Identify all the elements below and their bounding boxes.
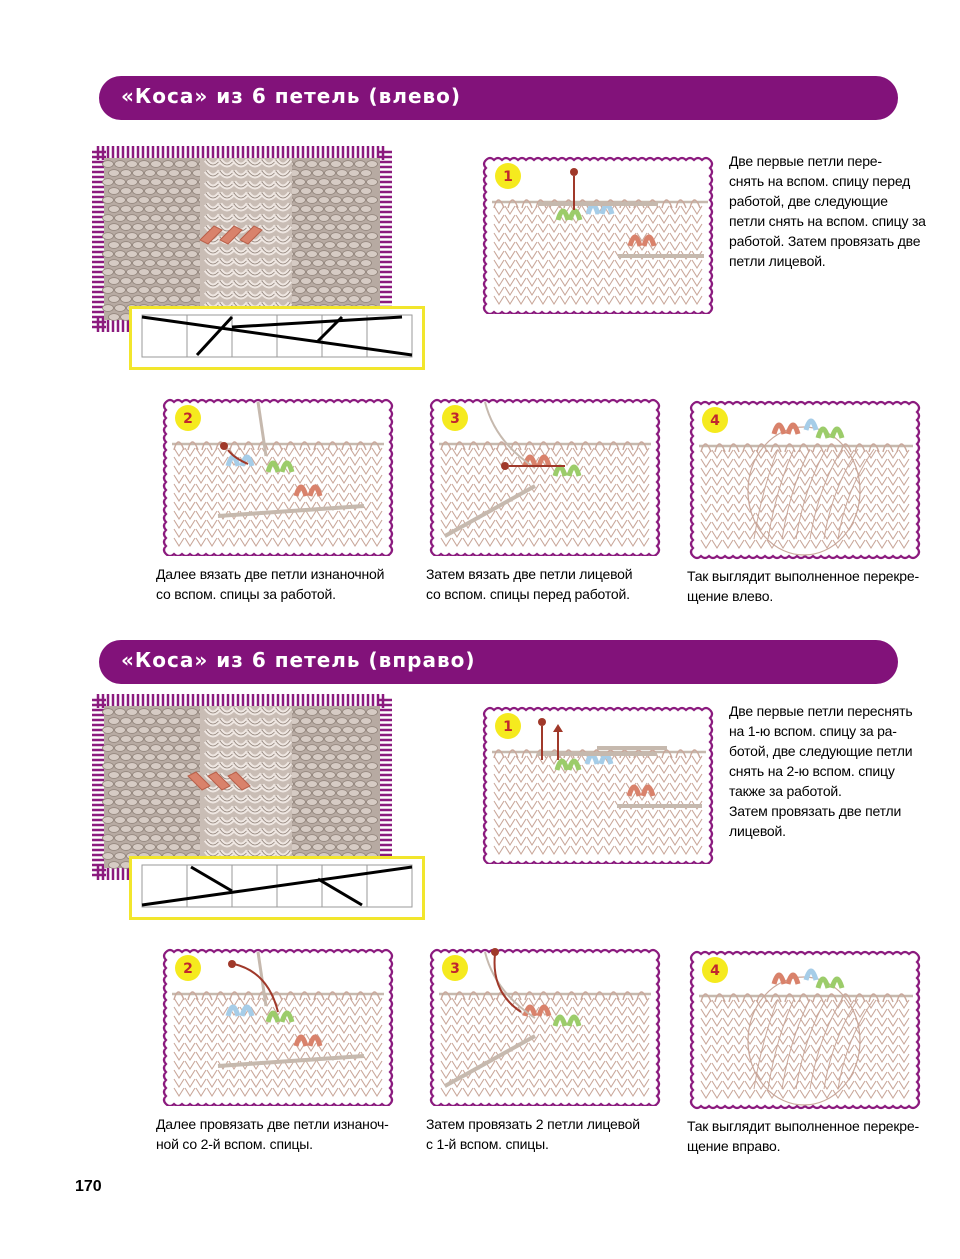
direction-arrow (501, 462, 565, 470)
step-number: 2 (183, 961, 193, 977)
step-illustration-3-left: 3 (425, 396, 661, 556)
direction-arrow (538, 718, 563, 760)
text-line: Далее вязать две петли изнаночной (156, 566, 385, 582)
step-badge (175, 955, 201, 981)
text-line: также за работой. (729, 783, 842, 799)
text-line: снять на 2-ю вспом. спицу (729, 763, 895, 779)
step-text-1-left: Две первые петли пере- снять на вспом. с… (729, 151, 926, 271)
stitch-pattern (173, 997, 383, 1098)
text-line: щение вправо. (687, 1138, 781, 1154)
direction-arrow (220, 442, 249, 465)
text-line: Затем провязать 2 петли лицевой (426, 1116, 640, 1132)
step-text-1-right: Две первые петли переснять на 1-ю вспом.… (729, 701, 913, 841)
step-badge (702, 407, 728, 433)
wavy-frame (689, 400, 921, 560)
step-number: 1 (503, 719, 513, 735)
section-banner-left: «Коса» из 6 петель (влево) (99, 76, 898, 120)
text-line: лицевой. (729, 823, 786, 839)
highlighted-loops (217, 401, 365, 518)
stitch-pattern (700, 999, 910, 1100)
text-line: петли лицевой. (729, 253, 826, 269)
needle-loops (439, 441, 651, 451)
text-line: Затем провязать две петли (729, 803, 902, 819)
wavy-frame (429, 948, 661, 1106)
step-illustration-1-left: 1 (478, 154, 718, 314)
wavy-frame (429, 398, 661, 556)
direction-arrow (228, 960, 279, 1013)
text-line: снять на вспом. спицу перед (729, 173, 911, 189)
step-text-3-right: Затем провязать 2 петли лицевой с 1-й вс… (426, 1114, 640, 1154)
step-illustration-3-right: 3 (425, 946, 661, 1106)
highlighted-loops (747, 968, 875, 1106)
text-line: Затем вязать две петли лицевой (426, 566, 633, 582)
text-line: петли снять на вспом. спицу за (729, 213, 926, 229)
text-line: Далее провязать две петли изнаноч- (156, 1116, 389, 1132)
step-badge (495, 163, 521, 189)
step-number: 4 (710, 413, 720, 429)
step-text-2-left: Далее вязать две петли изнаночной со всп… (156, 564, 384, 604)
step-badge (175, 405, 201, 431)
cross-symbol (141, 315, 413, 357)
step-badge (495, 713, 521, 739)
purple-fringe (92, 146, 392, 332)
cable-photo-left (92, 146, 392, 332)
direction-arrow (570, 168, 578, 210)
step-number: 4 (710, 963, 720, 979)
step-badge (442, 405, 468, 431)
text-line: со вспом. спицы за работой. (156, 586, 336, 602)
section-title-left: «Коса» из 6 петель (влево) (121, 84, 462, 108)
wavy-frame (482, 156, 714, 314)
cross-highlight (187, 771, 251, 791)
needle-loops (699, 993, 913, 1003)
page-number: 170 (75, 1178, 102, 1195)
text-line: Так выглядит выполненное перекре- (687, 568, 919, 584)
text-line: работой, две следующие (729, 193, 888, 209)
needle-loops (439, 991, 651, 1001)
highlighted-loops (538, 202, 704, 258)
cross-highlight (199, 225, 263, 245)
step-illustration-4-right: 4 (685, 948, 923, 1110)
step-number: 3 (450, 961, 460, 977)
stitch-pattern (700, 449, 910, 550)
highlighted-loops (444, 951, 582, 1088)
step-text-4-left: Так выглядит выполненное перекре- щение … (687, 566, 919, 606)
step-illustration-4-left: 4 (685, 398, 923, 560)
step-text-2-right: Далее провязать две петли изнаноч- ной с… (156, 1114, 389, 1154)
stitch-pattern (440, 447, 650, 548)
cable-chart-right (129, 856, 425, 920)
chart-grid (141, 864, 413, 908)
needle-loops (172, 441, 384, 451)
text-line: на 1-ю вспом. спицу за ра- (729, 723, 897, 739)
text-line: со вспом. спицы перед работой. (426, 586, 630, 602)
section-title-right: «Коса» из 6 петель (вправо) (121, 648, 476, 672)
step-illustration-1-right: 1 (478, 704, 716, 864)
cross-symbol (141, 865, 413, 907)
cable-chart-left (129, 306, 425, 370)
step-text-4-right: Так выглядит выполненное перекре- щение … (687, 1116, 919, 1156)
direction-arrow (491, 948, 522, 1013)
text-line: ботой, две следующие петли (729, 743, 913, 759)
text-line: Две первые петли переснять (729, 703, 913, 719)
text-line: с 1-й вспом. спицы. (426, 1136, 549, 1152)
section-banner-right: «Коса» из 6 петель (вправо) (99, 640, 898, 684)
step-badge (702, 957, 728, 983)
needle-loops (172, 991, 384, 1001)
text-line: работой. Затем провязать две (729, 233, 921, 249)
text-line: Так выглядит выполненное перекре- (687, 1118, 919, 1134)
step-number: 2 (183, 411, 193, 427)
highlighted-loops (747, 418, 875, 556)
step-number: 1 (503, 169, 513, 185)
step-number: 3 (450, 411, 460, 427)
step-illustration-2-left: 2 (158, 396, 394, 556)
stitch-pattern (493, 205, 703, 306)
stitch-pattern (440, 997, 650, 1098)
text-line: ной со 2-й вспом. спицы. (156, 1136, 313, 1152)
cable-photo-right (92, 694, 392, 880)
step-text-3-left: Затем вязать две петли лицевой со вспом.… (426, 564, 633, 604)
step-illustration-2-right: 2 (158, 946, 394, 1106)
text-line: Две первые петли пере- (729, 153, 882, 169)
wavy-frame (689, 950, 921, 1110)
step-badge (442, 955, 468, 981)
text-line: щение влево. (687, 588, 774, 604)
